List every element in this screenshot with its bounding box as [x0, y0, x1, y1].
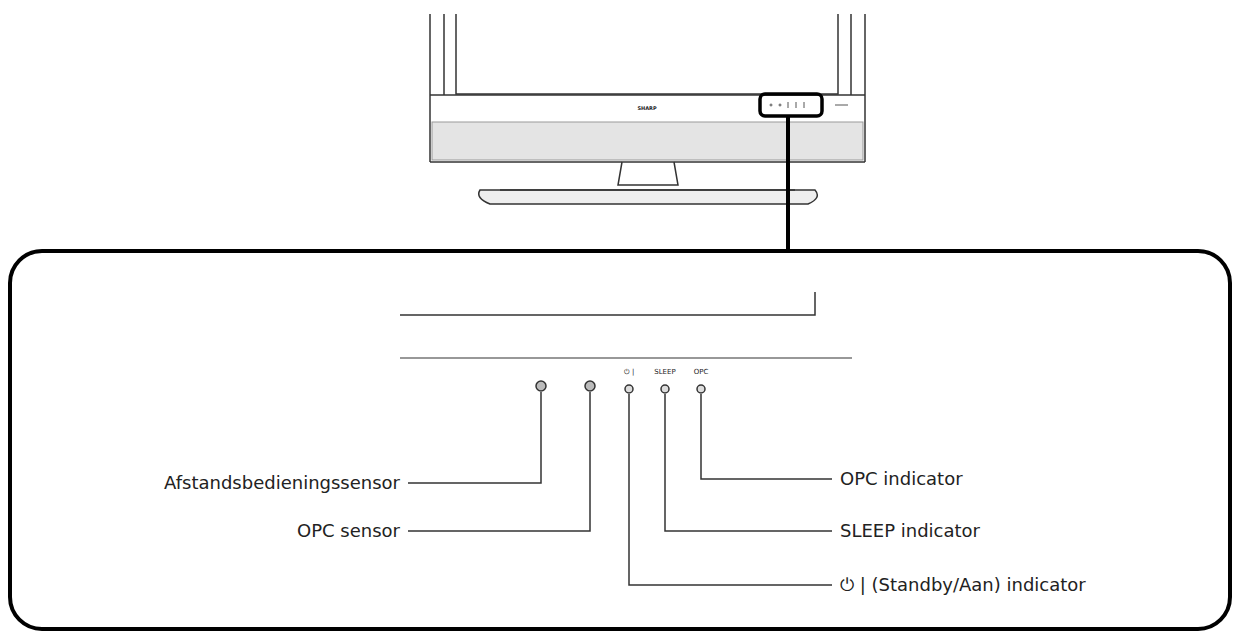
part-label: OPC sensor: [297, 522, 400, 540]
panel-mark: SLEEP: [654, 369, 675, 376]
part-label: ⏻ | (Standby/Aan) indicator: [840, 576, 1086, 594]
panel-mark: ⏻ |: [624, 369, 635, 376]
brand-logo: SHARP: [637, 106, 656, 111]
part-label: OPC indicator: [840, 470, 963, 488]
part-label: SLEEP indicator: [840, 522, 980, 540]
panel-mark: OPC: [694, 369, 709, 376]
part-label: Afstandsbedieningssensor: [164, 474, 400, 492]
